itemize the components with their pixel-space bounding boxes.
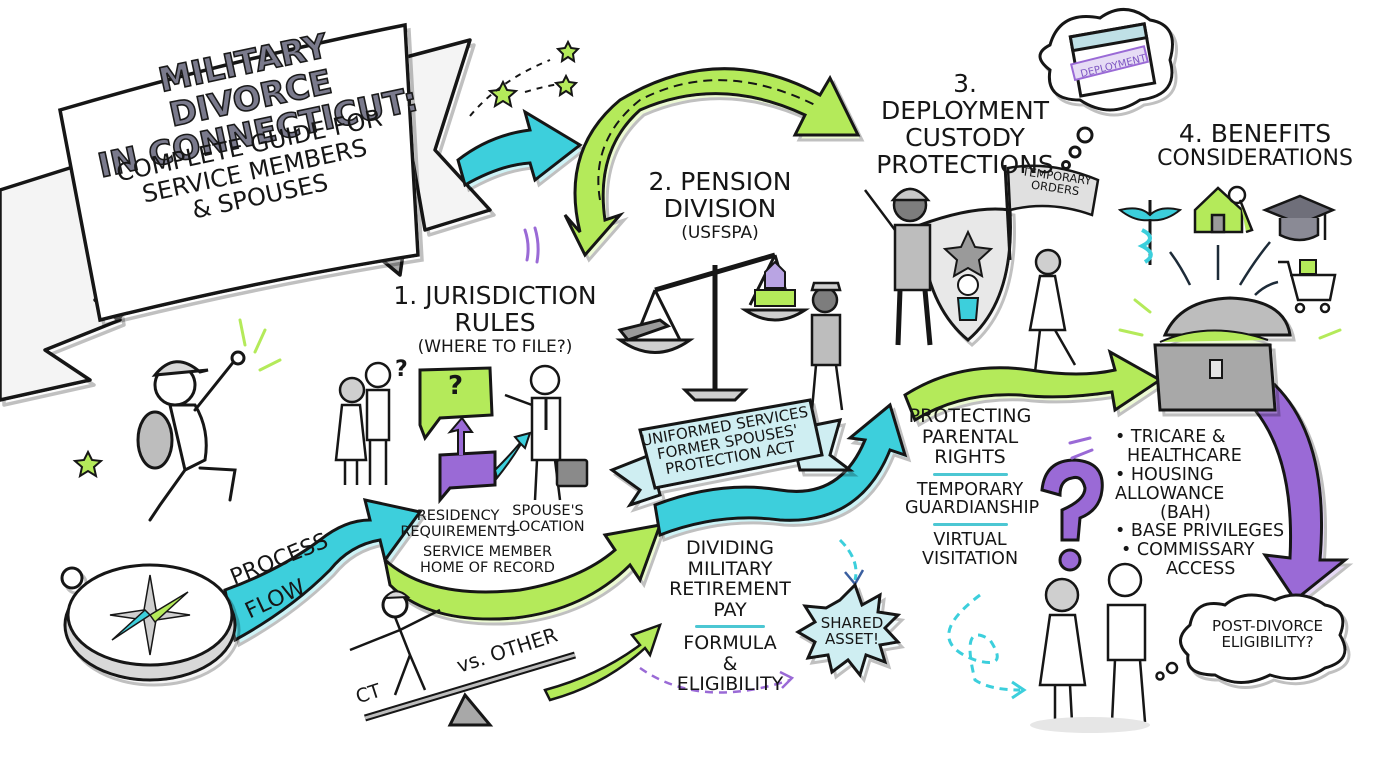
formula-line-3: ELIGIBILITY <box>676 673 784 696</box>
soldier-holding-money-figure <box>810 281 844 411</box>
section1-heading-line-1: 1. JURISDICTION <box>393 281 597 310</box>
benefit-item-housing: • HOUSING ALLOWANCE(BAH) <box>1115 464 1225 523</box>
burst-line-1: SHARED <box>820 614 884 632</box>
retirement-pay-text: DIVIDING MILITARY RETIREMENT PAY FORMULA… <box>665 538 795 695</box>
post-divorce-line-1: POST-DIVORCE <box>1212 617 1323 635</box>
shared-asset-burst <box>795 582 902 679</box>
section2-subheading: (USFSPA) <box>681 223 759 243</box>
section4-heading-line-1: 4. BENEFITS <box>1178 119 1332 148</box>
usfspa-ribbon <box>608 398 855 508</box>
couple-question-mark: ? <box>395 357 408 382</box>
residency-label: RESIDENCY REQUIREMENTS <box>398 508 518 540</box>
item3-line-2: VISITATION <box>921 549 1019 570</box>
item3-line-1: VIRTUAL <box>933 530 1007 551</box>
home-of-record-label: SERVICE MEMBER HOME OF RECORD <box>420 544 555 576</box>
benefits-list: • TRICARE &HEALTHCARE • HOUSING ALLOWANC… <box>1115 428 1315 579</box>
spouse-location-line-1: SPOUSE'S <box>512 503 584 519</box>
section3-heading: 3. DEPLOYMENT CUSTODY PROTECTIONS <box>870 70 1060 178</box>
item1-line-3: RIGHTS <box>934 446 1006 469</box>
seesaw-icon <box>349 590 577 727</box>
section3-heading-line-3: PROTECTIONS <box>876 150 1054 179</box>
purple-ticks <box>523 226 1094 460</box>
treasure-chest-icon <box>1153 296 1292 412</box>
section2-heading: 2. PENSION DIVISION (USFSPA) <box>640 168 800 242</box>
section3-items: PROTECTING PARENTAL RIGHTS TEMPORARY GUA… <box>905 405 1040 570</box>
benefit-item-base: • BASE PRIVILEGES <box>1115 521 1285 542</box>
couple-figures <box>334 361 392 485</box>
shared-asset-text: SHARED ASSET! <box>808 614 896 649</box>
retirement-line-4: PAY <box>713 598 747 621</box>
question-mark-icon <box>1040 458 1104 572</box>
home-of-record-line-2: HOME OF RECORD <box>420 559 555 576</box>
mother-figure <box>1028 248 1077 373</box>
item2-line-1: TEMPORARY <box>916 479 1024 500</box>
benefit-text: (BAH) <box>1160 502 1211 523</box>
benefit-text: TRICARE & <box>1130 427 1226 447</box>
retirement-line-2: MILITARY <box>687 557 773 580</box>
section4-heading-line-2: CONSIDERATIONS <box>1157 146 1353 171</box>
post-divorce-text: POST-DIVORCE ELIGIBILITY? <box>1195 617 1340 652</box>
lawyer-figure <box>504 364 589 501</box>
item1-line-2: PARENTAL <box>921 425 1019 448</box>
soldier-parent-figure <box>864 187 933 346</box>
benefit-arrows <box>1169 241 1279 296</box>
cyan-arrow-top <box>456 108 583 188</box>
compass-icon <box>60 563 237 682</box>
caduceus-icon <box>1117 200 1183 265</box>
process-flow-arrow <box>223 498 423 643</box>
title-banner <box>57 22 420 323</box>
home-of-record-line-1: SERVICE MEMBER <box>422 544 553 560</box>
benefit-text: BASE PRIVILEGES <box>1130 521 1285 542</box>
residency-line-1: RESIDENCY <box>416 508 500 524</box>
benefit-text: HEALTHCARE <box>1127 445 1242 466</box>
benefit-text: COMMISSARY <box>1136 540 1255 561</box>
confused-couple-figures <box>1030 562 1150 733</box>
thought-bubble-calendar <box>1038 8 1174 170</box>
section2-heading-line-2: DIVISION <box>663 194 777 223</box>
house-key-icon <box>1193 185 1254 234</box>
section1-heading: 1. JURISDICTION RULES (WHERE TO FILE?) <box>385 282 605 356</box>
jumping-soldier-figure <box>136 350 246 522</box>
formula-line-2: & <box>722 652 738 675</box>
divider <box>932 472 1008 476</box>
balance-scale-icon <box>615 252 810 402</box>
temporary-orders-flag <box>1003 164 1100 261</box>
accent-ticks <box>238 298 1342 372</box>
section3-heading-line-2: CUSTODY <box>905 123 1025 152</box>
post-divorce-thought-bubble <box>1179 593 1347 684</box>
retirement-line-1: DIVIDING <box>685 537 774 559</box>
spouse-location-label: SPOUSE'S LOCATION <box>508 503 588 535</box>
graduation-cap-icon <box>1261 194 1337 242</box>
section2-heading-line-1: 2. PENSION <box>648 167 792 196</box>
divider <box>695 625 765 629</box>
section1-subheading: (WHERE TO FILE?) <box>417 337 573 357</box>
item2-line-2: GUARDIANSHIP <box>905 498 1040 519</box>
item1-line-1: PROTECTING <box>908 405 1032 427</box>
map-question-mark: ? <box>448 371 464 401</box>
benefit-item-tricare: • TRICARE &HEALTHCARE <box>1115 427 1242 466</box>
post-divorce-line-2: ELIGIBILITY? <box>1221 633 1314 652</box>
benefit-text: HOUSING ALLOWANCE <box>1115 464 1225 504</box>
custody-shield-icon <box>918 207 1012 342</box>
spouse-location-line-2: LOCATION <box>511 518 585 535</box>
connecticut-map-icon <box>418 366 532 505</box>
divider <box>932 523 1008 527</box>
lime-arrow-mid <box>382 523 663 621</box>
section4-heading: 4. BENEFITS CONSIDERATIONS <box>1150 120 1360 171</box>
formula-line-1: FORMULA <box>683 632 777 655</box>
cyan-wave-arrow <box>653 402 908 538</box>
retirement-line-3: RETIREMENT <box>669 578 791 601</box>
section1-heading-line-2: RULES <box>454 308 536 337</box>
burst-line-2: ASSET! <box>825 630 879 649</box>
lime-arrow-top <box>563 67 861 258</box>
star-icons <box>72 39 581 479</box>
residency-line-2: REQUIREMENTS <box>400 523 516 540</box>
shopping-cart-icon <box>1278 259 1337 314</box>
benefit-text: ACCESS <box>1166 559 1236 580</box>
section3-heading-line-1: 3. DEPLOYMENT <box>880 69 1050 125</box>
